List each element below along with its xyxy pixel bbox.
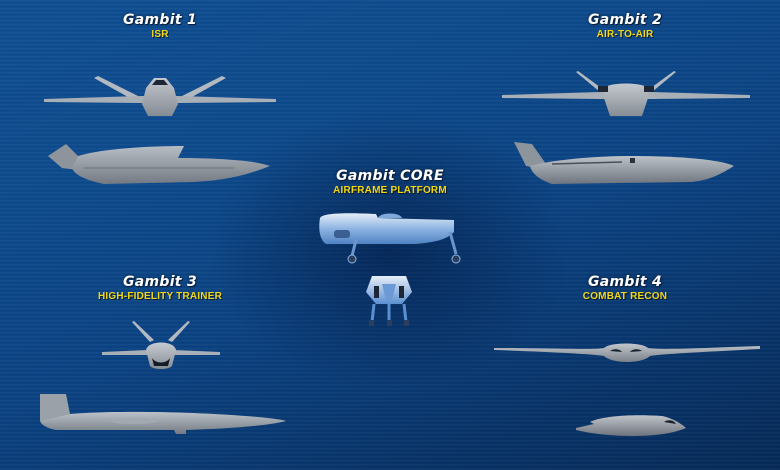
gambit-core-side-view-icon xyxy=(316,210,462,268)
gambit-2-title: Gambit 2 xyxy=(587,12,663,28)
gambit-4-subtitle: COMBAT RECON xyxy=(582,291,668,302)
gambit-4-title: Gambit 4 xyxy=(587,274,663,290)
gambit-core-front-view-icon xyxy=(362,274,416,328)
gambit-1-subtitle: ISR xyxy=(151,29,169,40)
gambit-3-label: Gambit 3 HIGH-FIDELITY TRAINER xyxy=(98,274,222,303)
gambit-3-title: Gambit 3 xyxy=(122,274,198,290)
gambit-core-subtitle: AIRFRAME PLATFORM xyxy=(333,185,447,196)
gambit-4-side-view-icon xyxy=(572,410,690,440)
gambit-2-front-view-icon xyxy=(500,70,752,120)
gambit-core-title: Gambit CORE xyxy=(336,168,444,184)
gambit-3-subtitle: HIGH-FIDELITY TRAINER xyxy=(97,291,223,302)
gambit-1-label: Gambit 1 ISR xyxy=(123,12,197,41)
gambit-1-side-view-icon xyxy=(44,140,274,188)
gambit-core-label: Gambit CORE AIRFRAME PLATFORM xyxy=(333,168,447,197)
gambit-4-label: Gambit 4 COMBAT RECON xyxy=(583,274,667,303)
gambit-2-label: Gambit 2 AIR-TO-AIR xyxy=(588,12,662,41)
gambit-4-front-view-icon xyxy=(492,338,762,368)
gambit-3-side-view-icon xyxy=(36,390,288,438)
gambit-2-subtitle: AIR-TO-AIR xyxy=(596,29,654,40)
gambit-1-front-view-icon xyxy=(42,72,278,124)
gambit-3-front-view-icon xyxy=(100,320,222,372)
gambit-1-title: Gambit 1 xyxy=(122,12,198,28)
gambit-2-side-view-icon xyxy=(512,140,738,188)
